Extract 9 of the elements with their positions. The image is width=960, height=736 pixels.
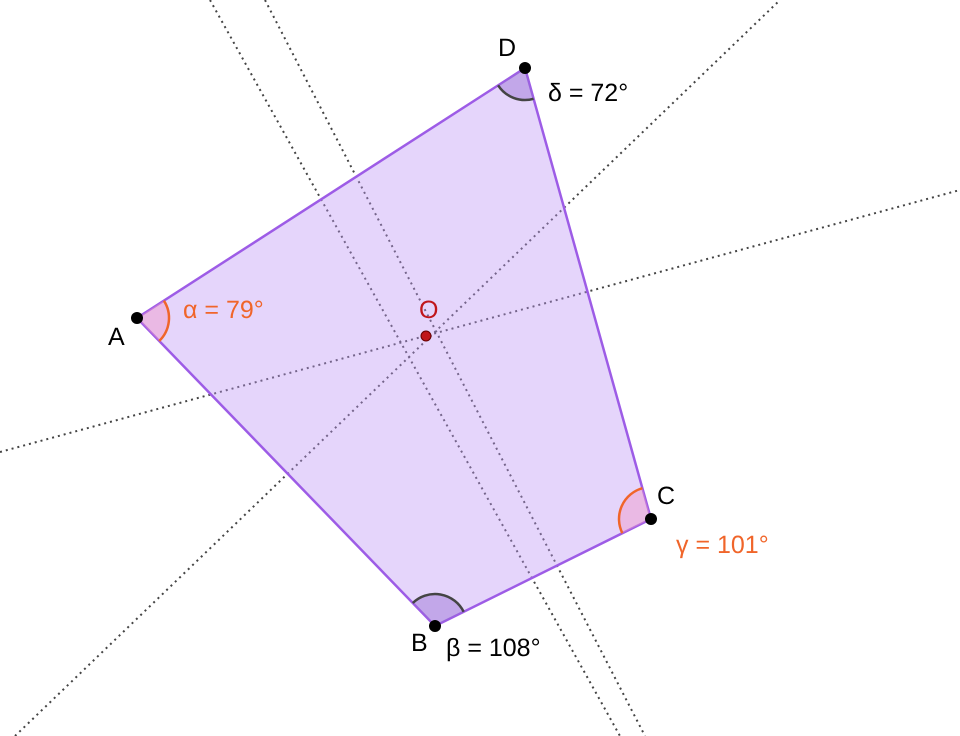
angle-label: β = 108°: [446, 634, 541, 662]
point-label: B: [411, 629, 428, 657]
point-label: O: [419, 296, 438, 324]
angle-label: δ = 72°: [548, 79, 628, 107]
point-label: C: [657, 482, 676, 510]
angle-label: γ = 101°: [676, 531, 769, 559]
angle-label: α = 79°: [183, 296, 264, 324]
point-label: D: [498, 34, 516, 62]
point-label: A: [108, 323, 125, 351]
